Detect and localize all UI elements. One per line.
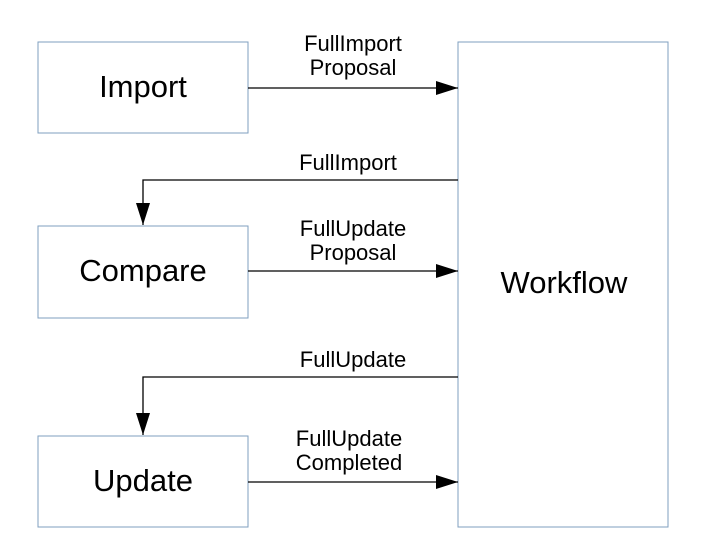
edge-compare-to-workflow-label-line2: Proposal [310,240,397,265]
edge-workflow-to-compare: FullImport [136,150,458,225]
node-import: Import [37,41,249,134]
node-update-label: Update [93,463,193,498]
edge-workflow-to-update-label: FullUpdate [300,347,406,372]
node-import-label: Import [99,69,187,104]
edge-compare-to-workflow: FullUpdate Proposal [248,216,458,278]
edge-update-to-workflow-label-line1: FullUpdate [296,426,402,451]
edge-update-to-workflow-label-line2: Completed [296,450,402,475]
edge-import-to-workflow-label-line1: FullImport [304,31,402,56]
node-compare-label: Compare [79,253,207,288]
node-update: Update [37,435,249,528]
edge-import-to-workflow: FullImport Proposal [248,31,458,95]
node-compare: Compare [37,225,249,319]
edge-compare-to-workflow-label-line1: FullUpdate [300,216,406,241]
edge-import-to-workflow-label-line2: Proposal [310,55,397,80]
edge-workflow-to-update-arrow [136,376,458,435]
node-workflow-label: Workflow [501,265,629,300]
edge-workflow-to-compare-label: FullImport [299,150,397,175]
edge-workflow-to-update: FullUpdate [136,347,458,435]
node-workflow: Workflow [457,41,669,528]
edge-workflow-to-compare-arrow [136,179,458,225]
edge-update-to-workflow: FullUpdate Completed [248,426,458,489]
